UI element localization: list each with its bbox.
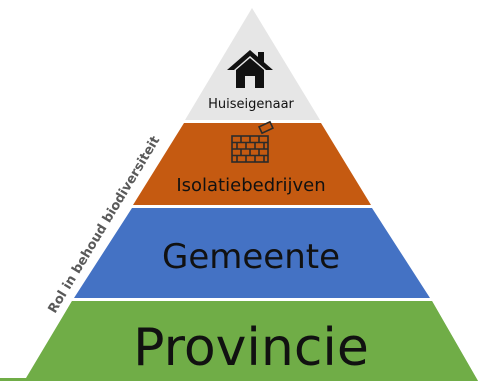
tier-isolatiebedrijven-shape [133,123,371,205]
tier-gemeente: Gemeente [74,208,430,298]
tier-isolatiebedrijven-label: Isolatiebedrijven [176,175,325,196]
tier-isolatiebedrijven: Isolatiebedrijven [133,120,371,205]
tier-provincie: Provincie [0,301,478,381]
house-icon [227,50,273,88]
tier-gemeente-label: Gemeente [162,237,340,277]
tier-huiseigenaar: Huiseigenaar [185,8,320,120]
tier-gemeente-shape [74,208,430,298]
brick-wall-icon [231,120,274,163]
tier-provincie-label: Provincie [133,318,369,378]
tier-huiseigenaar-label: Huiseigenaar [208,97,294,112]
